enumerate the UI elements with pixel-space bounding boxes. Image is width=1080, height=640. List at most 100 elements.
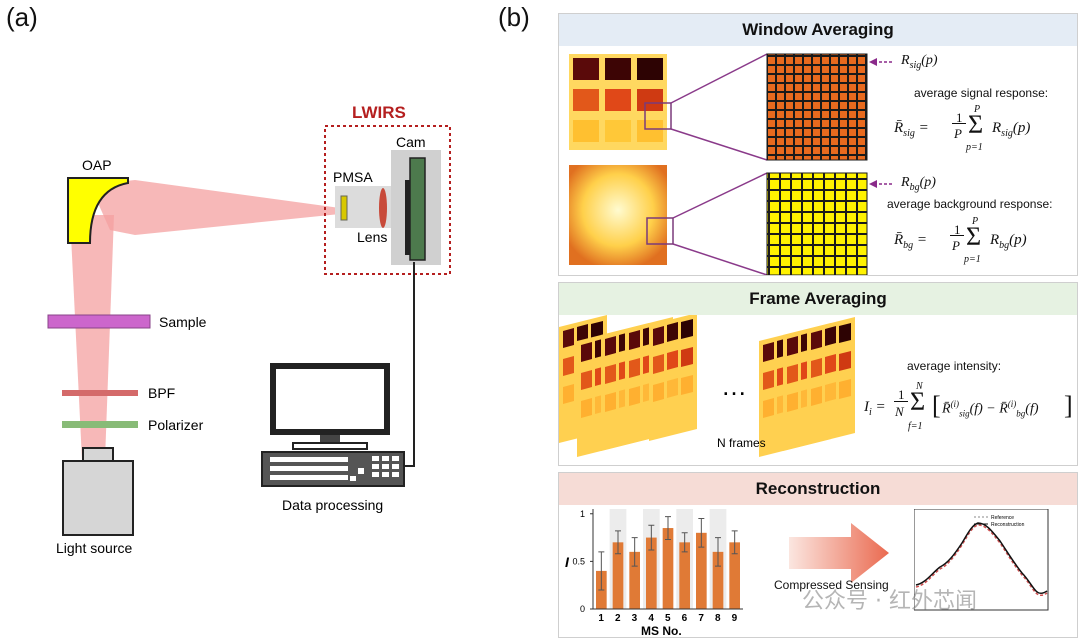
chart-x-tick-label: 4 [648, 613, 654, 624]
chart-x-tick-label: 8 [715, 613, 721, 624]
rsig-label: Rsig(p) [901, 53, 938, 71]
legend-reconstruction: Reconstruction [991, 522, 1025, 528]
signal-caption: average signal response: [914, 86, 1049, 100]
lwirs-box [324, 125, 451, 275]
beam-horizontal [90, 180, 340, 235]
chart-error-bar [715, 537, 721, 567]
reference-curve [915, 524, 1048, 597]
chart-error-bar [598, 551, 605, 591]
camera-sensor [409, 157, 426, 261]
zoom-lines [670, 53, 768, 275]
window-averaging-title: Window Averaging [559, 14, 1077, 46]
frame-4 [649, 315, 697, 441]
chart-error-bar [731, 530, 738, 555]
rsig-arrow-head [869, 58, 877, 66]
data-processing-label: Data processing [282, 497, 383, 513]
oap-mirror-shape [67, 177, 129, 244]
background-equation: R̄bg = 1 P P Σ p=1 Rbg(p) [894, 216, 1027, 265]
bpf-label: BPF [148, 385, 175, 401]
camera-sensor-back [405, 180, 410, 255]
chart-x-tick-label: 9 [732, 613, 738, 624]
light-source-label: Light source [56, 540, 132, 556]
chart-x-tick-label: 2 [615, 613, 621, 624]
frame-averaging-title: Frame Averaging [559, 283, 1077, 315]
chart-x-tick-label: 3 [632, 613, 638, 624]
cable [404, 262, 415, 467]
chart-bar [712, 551, 724, 609]
monitor-neck [320, 435, 340, 443]
frame-averaging-box: Frame Averaging … N frames average inten… [558, 282, 1078, 466]
polarizer-bar [62, 421, 138, 428]
light-source-nozzle [82, 447, 114, 462]
reconstruction-curve [915, 522, 1048, 595]
rbg-arrow-head [869, 180, 877, 188]
background-caption: average background response: [887, 197, 1053, 211]
chart-y-tick-label: 0.5 [572, 556, 585, 566]
desktop-drive-3 [270, 475, 348, 480]
chart-xlabel: MS No. [641, 624, 682, 637]
lens-element [379, 188, 387, 228]
chart-error-bar [648, 524, 655, 551]
chart-bar [679, 542, 690, 609]
background-grid [766, 172, 868, 275]
signal-grid [766, 53, 868, 161]
signal-image-cells [573, 58, 663, 142]
frame-ellipsis: … [721, 371, 747, 401]
chart-error-bar [631, 537, 638, 567]
panel-a-label: (a) [6, 2, 38, 32]
reconstruction-title: Reconstruction [559, 473, 1077, 505]
frame-stack-figure: … N frames [559, 315, 855, 457]
chart-error-bar [681, 532, 688, 553]
background-image [569, 165, 667, 265]
intensity-caption: average intensity: [907, 359, 1002, 373]
sample-label: Sample [159, 314, 207, 330]
desktop-buttons [350, 456, 399, 481]
sample-bar [47, 314, 151, 329]
intensity-equation: Ii = 1 N N Σ f=1 [ R̄(i)sig(f) − R̄(i)bg… [864, 381, 1073, 432]
background-zoom-window [646, 217, 674, 245]
chart-bar [629, 551, 640, 609]
light-source-body [62, 460, 134, 536]
rbg-label: Rbg(p) [901, 175, 936, 193]
chart-bar [696, 532, 707, 609]
panel-b-label: (b) [498, 2, 530, 32]
polarizer-label: Polarizer [148, 417, 204, 433]
signal-equation: R̄sig = 1 P P Σ p=1 Rsig(p) [894, 104, 1031, 153]
legend-reference: Reference [991, 515, 1014, 521]
monitor-stand [292, 442, 368, 450]
chart-error-bar [698, 518, 705, 548]
pmsa-element [340, 195, 348, 221]
compressed-sensing-label: Compressed Sensing [774, 578, 889, 592]
chart-bar [729, 542, 740, 609]
compressed-sensing-arrow [789, 523, 889, 583]
optical-setup-diagram: LWIRS Cam PMSA Lens OAP Sample BPF Polar… [47, 103, 451, 556]
beam-vertical [70, 215, 114, 460]
frame-7 [807, 317, 855, 445]
pmsa-label: PMSA [333, 169, 373, 185]
chart-ylabel: I [565, 554, 570, 570]
chart-x-tick-label: 5 [665, 613, 671, 624]
lwirs-label: LWIRS [352, 103, 406, 122]
chart-error-bar [665, 516, 671, 540]
chart-y-tick-label: 0 [580, 604, 585, 614]
signal-zoom-window [644, 102, 672, 130]
n-frames-label: N frames [717, 436, 766, 450]
chart-y-tick-label: 1 [580, 509, 585, 519]
cam-label: Cam [396, 134, 426, 150]
bpf-bar [62, 390, 138, 396]
chart-x-tick-label: 6 [682, 613, 688, 624]
chart-x-tick-label: 1 [598, 613, 604, 624]
monitor-screen [276, 369, 384, 429]
window-averaging-box: Window Averaging [558, 13, 1078, 276]
lens-label: Lens [357, 229, 387, 245]
chart-bar [612, 542, 624, 609]
oap-label: OAP [82, 157, 112, 173]
desktop-drive-2 [270, 466, 348, 471]
window-averaging-figure [569, 53, 892, 275]
spectrum-plot: Reference Reconstruction [914, 509, 1049, 611]
chart-bar [662, 528, 674, 609]
watermark: 公众号 · 红外芯闻 [802, 589, 977, 614]
chart-error-bar [615, 530, 621, 555]
